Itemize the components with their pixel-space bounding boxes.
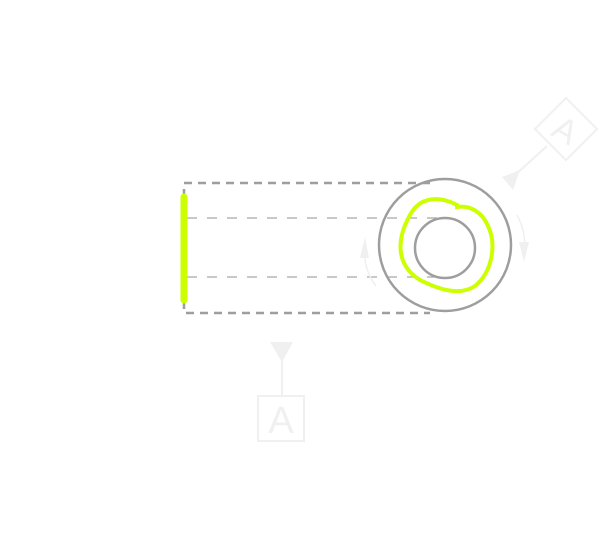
front-view [377, 177, 529, 313]
datum-feature-a-side: A [502, 96, 599, 190]
datum-box [257, 395, 305, 442]
datum-feature-a-front: A [257, 342, 305, 442]
side-view [180, 181, 440, 315]
outer-circle [377, 177, 513, 313]
datum-label: A [268, 400, 294, 442]
datum-leader [513, 145, 548, 177]
datum-box [533, 96, 599, 162]
inner-bore-circle [413, 216, 477, 280]
runout-zone-highlight [398, 197, 495, 294]
datum-triangle-icon [270, 342, 293, 362]
rotation-arrowhead-icon [519, 242, 529, 262]
rotation-arrowhead-icon [360, 237, 369, 258]
